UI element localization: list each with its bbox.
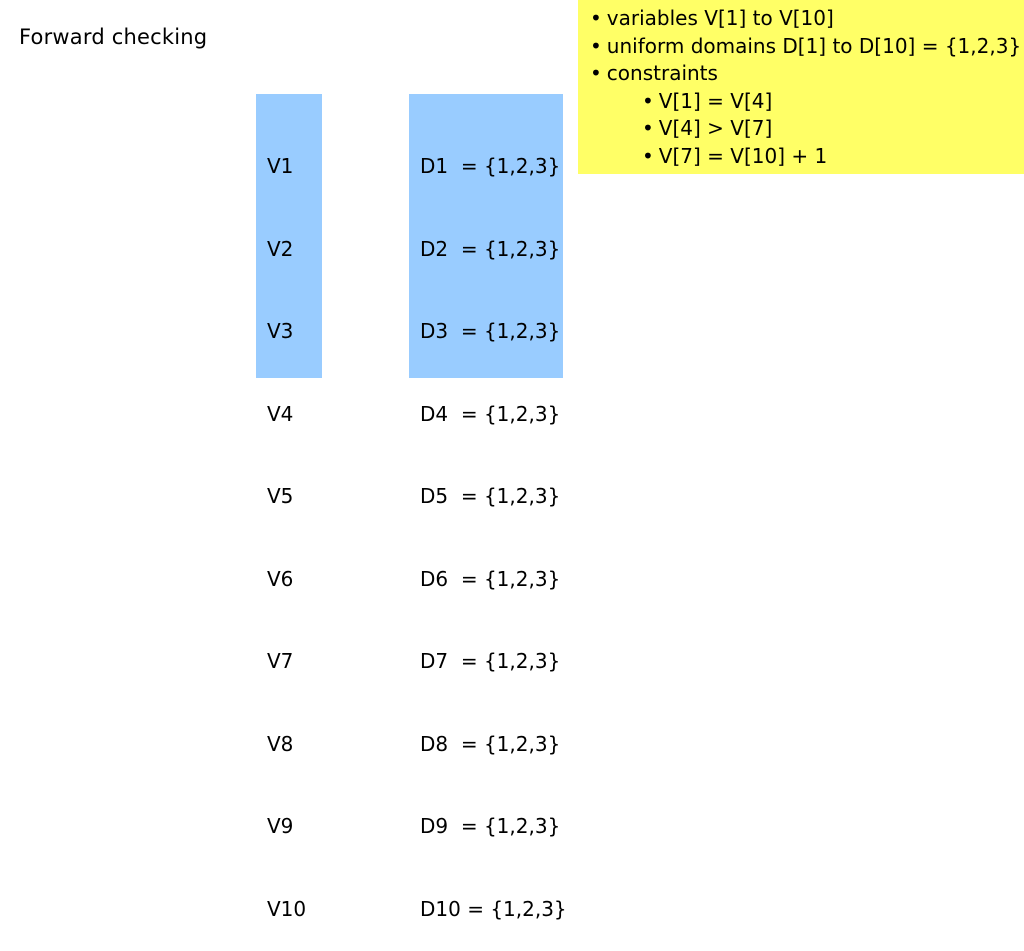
variables-box: V1 V2 V3 V4 V5 V6 V7 V8 V9 V10 [256, 94, 322, 921]
constraint-item: •V[4] > V[7] [590, 115, 1024, 143]
constraint-text: V[4] > V[7] [658, 116, 773, 140]
variable-item: V5 [267, 484, 294, 508]
domain-item: D4 = {1,2,3} [420, 401, 561, 426]
bullet-marker: • [642, 116, 654, 140]
variable-item: V6 [267, 566, 294, 591]
slide-title: Forward checking [19, 25, 208, 49]
domain-item: D5 = {1,2,3} [420, 484, 561, 508]
note-text: uniform domains D[1] to D[10] = {1,2,3} [606, 33, 1022, 58]
domain-item: D2 = {1,2,3} [420, 236, 561, 261]
variable-item: V10 [267, 896, 307, 921]
constraint-text: V[7] = V[10] + 1 [658, 143, 828, 168]
variable-item: V3 [267, 319, 294, 343]
note-line-variables: •variables V[1] to V[10] [590, 5, 1024, 33]
variable-item: V2 [267, 236, 294, 261]
variable-item: V1 [267, 154, 294, 178]
note-line-domains: •uniform domains D[1] to D[10] = {1,2,3} [590, 33, 1024, 61]
variable-item: V7 [267, 649, 294, 673]
note-line-constraints: •constraints [590, 60, 1024, 88]
note-text: variables V[1] to V[10] [606, 6, 834, 30]
domains-box: D1 = {1,2,3} D2 = {1,2,3} D3 = {1,2,3} D… [409, 94, 567, 921]
domain-item: D9 = {1,2,3} [420, 814, 561, 838]
problem-notes-box: •variables V[1] to V[10] •uniform domain… [578, 0, 1024, 174]
variable-item: V4 [267, 401, 294, 426]
note-text: constraints [606, 61, 718, 85]
constraint-item: •V[7] = V[10] + 1 [590, 143, 1024, 171]
domain-item: D7 = {1,2,3} [420, 649, 561, 673]
domain-item: D1 = {1,2,3} [420, 154, 561, 178]
bullet-marker: • [642, 88, 654, 113]
constraint-item: •V[1] = V[4] [590, 88, 1024, 116]
variable-item: V8 [267, 731, 294, 756]
bullet-marker: • [590, 6, 602, 30]
constraint-text: V[1] = V[4] [658, 88, 773, 113]
domain-item: D8 = {1,2,3} [420, 731, 561, 756]
bullet-marker: • [590, 61, 602, 85]
domain-item: D6 = {1,2,3} [420, 566, 561, 591]
domain-item: D3 = {1,2,3} [420, 319, 561, 343]
bullet-marker: • [642, 143, 654, 168]
variable-item: V9 [267, 814, 294, 838]
bullet-marker: • [590, 33, 602, 58]
domain-item: D10 = {1,2,3} [420, 896, 567, 921]
